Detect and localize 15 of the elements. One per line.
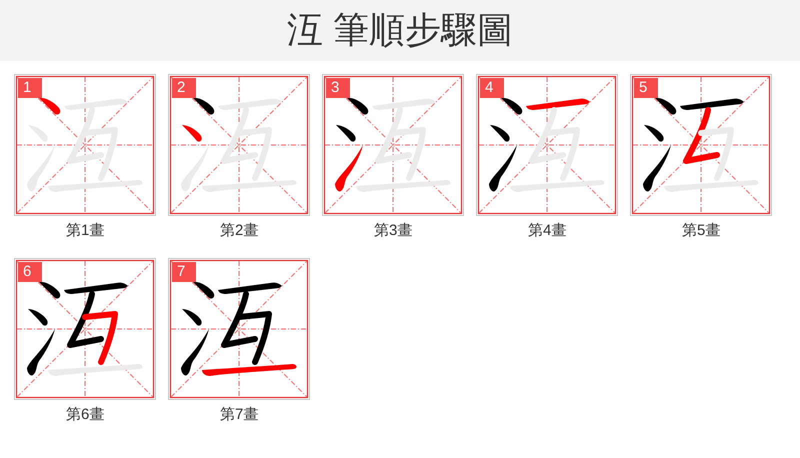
step-badge: 1: [18, 78, 42, 98]
step-badge: 2: [172, 78, 196, 98]
step-badge: 6: [18, 262, 42, 282]
step-badge: 7: [172, 262, 196, 282]
step-caption: 第6畫: [66, 406, 104, 424]
step-caption: 第3畫: [374, 222, 412, 240]
page-title: 沍 筆順步驟圖: [286, 8, 513, 52]
step-caption: 第7畫: [220, 406, 258, 424]
step-caption: 第5畫: [682, 222, 720, 240]
step-badge: 4: [480, 78, 504, 98]
step-caption: 第4畫: [528, 222, 566, 240]
step-badge: 3: [326, 78, 350, 98]
step-badge: 5: [634, 78, 658, 98]
step-caption: 第2畫: [220, 222, 258, 240]
step-caption: 第1畫: [66, 222, 104, 240]
